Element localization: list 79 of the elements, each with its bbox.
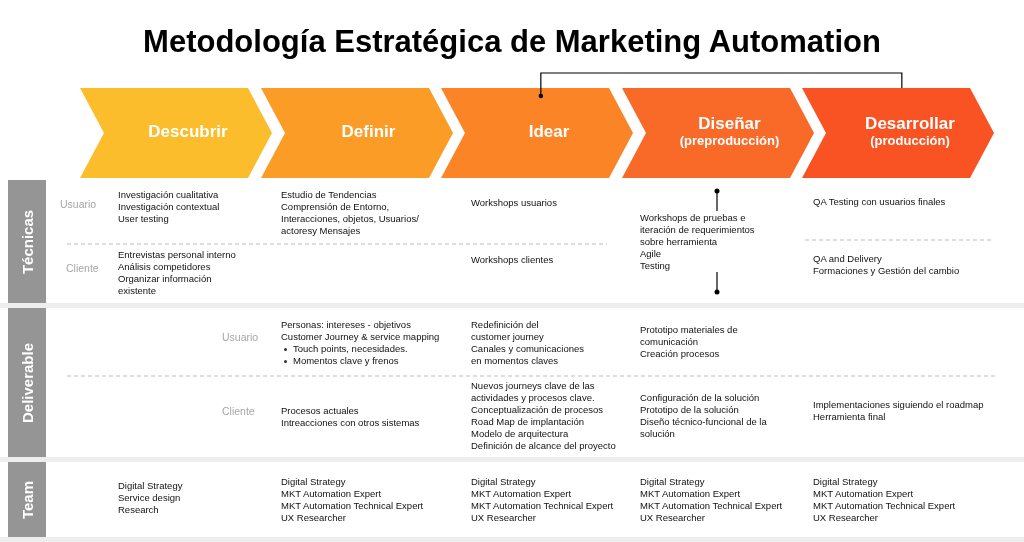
cell-text: Procesos actuales <box>281 405 360 417</box>
cell-text: Digital Strategy <box>471 476 537 488</box>
row-sublabel: Usuario <box>60 198 97 210</box>
cell-text: Modelo de arquitectura <box>471 428 570 440</box>
cell-text: User testing <box>118 213 170 225</box>
chevron-step <box>802 88 994 178</box>
cell-text: Workshops usuarios <box>471 197 557 209</box>
cell-text: Research <box>118 504 160 516</box>
cell-text: Prototipo materiales de comunicación <box>640 324 739 348</box>
cell-text: Agile <box>640 248 663 260</box>
cell-text: Digital Strategy <box>640 476 706 488</box>
cell-text: Formaciones y Gestión del cambio <box>813 265 960 277</box>
cell-text: Organizar información existente <box>118 273 213 297</box>
cell-text: Nuevos journeys clave de las actividades y procesos clave. <box>471 380 596 404</box>
list-item: Momentos clave y frenos <box>293 355 400 367</box>
cell-text: Configuración de la solución <box>640 392 761 404</box>
cell-text: Definición de alcance del proyecto <box>471 440 617 452</box>
cell-text: Creación procesos <box>640 348 721 360</box>
cell-text: Intreacciones con otros sistemas <box>281 417 420 429</box>
bracket-connector <box>538 72 903 99</box>
chevron-step <box>80 88 272 178</box>
cell-text: Service design <box>118 492 182 504</box>
row-sublabel: Cliente <box>222 405 255 417</box>
cell-text: UX Researcher <box>640 512 706 524</box>
row-header: Deliverable <box>18 342 36 423</box>
cell-text: QA Testing con usuarios finales <box>813 196 946 208</box>
cell-text: Análisis competidores <box>118 261 212 273</box>
cell-text: Investigación cualitativa <box>118 189 220 201</box>
cell-text: UX Researcher <box>281 512 347 524</box>
cell-text: Customer Journey & service mapping <box>281 331 440 343</box>
row-sublabel: Cliente <box>66 262 99 274</box>
chevron-step <box>260 88 453 178</box>
cell-text: MKT Automation Expert <box>813 488 915 500</box>
cell-text: Personas: intereses - objetivos <box>281 319 412 331</box>
cell-text: MKT Automation Technical Expert <box>813 500 956 512</box>
cell-text: Testing <box>640 260 672 272</box>
cell-text: Comprensión de Entorno, Interacciones, objetos, Usuarios/ actoresy Mensajes <box>281 201 420 237</box>
cell-text: QA and Delivery <box>813 253 883 265</box>
cell-text: Investigación contextual <box>118 201 220 213</box>
step-title: Descubrir <box>148 122 228 141</box>
step-subtitle: (producción) <box>870 133 950 148</box>
cell-text: Road Map de implantación <box>471 416 585 428</box>
cell-text: MKT Automation Technical Expert <box>640 500 783 512</box>
cell-text: Herramienta final <box>813 411 887 423</box>
list-item: Touch points, necesidades. <box>293 343 408 355</box>
step-title: Definir <box>341 122 396 141</box>
cell-text: Implementaciones siguiendo el roadmap <box>813 399 984 411</box>
row-header-band <box>8 180 46 303</box>
step-subtitle: (preproducción) <box>679 133 780 148</box>
cell-text: Estudio de Tendencias <box>281 189 378 201</box>
cell-text: Diseño técnico-funcional de la solución <box>640 416 768 440</box>
cell-text: Workshops de pruebas e iteración de requerimientos sobre herramienta <box>640 212 756 248</box>
cell-text: MKT Automation Expert <box>471 488 573 500</box>
cell-text: Conceptualización de procesos <box>471 404 605 416</box>
cell-text: Redefinición del customer journey <box>471 319 545 343</box>
row-sublabel: Usuario <box>222 331 259 343</box>
cell-text: Entrevistas personal interno <box>118 249 237 261</box>
step-title: Desarrollar <box>865 114 955 133</box>
row-header: Técnicas <box>18 209 36 274</box>
cell-text: UX Researcher <box>813 512 879 524</box>
chevron-step <box>441 88 633 178</box>
title: Metodología Estratégica de Marketing Automation <box>143 24 881 60</box>
step-title: Diseñar <box>698 114 761 133</box>
cell-text: Workshops clientes <box>471 254 554 266</box>
cell-text: UX Researcher <box>471 512 537 524</box>
row-header: Team <box>18 480 36 519</box>
cell-text: Prototipo de la solución <box>640 404 740 416</box>
cell-text: Digital Strategy <box>813 476 879 488</box>
cell-text: MKT Automation Expert <box>281 488 383 500</box>
cell-text: Digital Strategy <box>118 480 183 492</box>
row-header-band <box>8 462 46 537</box>
cell-text: MKT Automation Technical Expert <box>281 500 424 512</box>
step-title: Idear <box>528 122 570 141</box>
cell-text: Digital Strategy <box>281 476 347 488</box>
cell-text: MKT Automation Expert <box>640 488 742 500</box>
chevron-step <box>621 88 814 178</box>
cell-text: Canales y comunicaciones en momentos claves <box>471 343 585 367</box>
row-header-band <box>8 308 46 457</box>
cell-text: MKT Automation Technical Expert <box>471 500 614 512</box>
